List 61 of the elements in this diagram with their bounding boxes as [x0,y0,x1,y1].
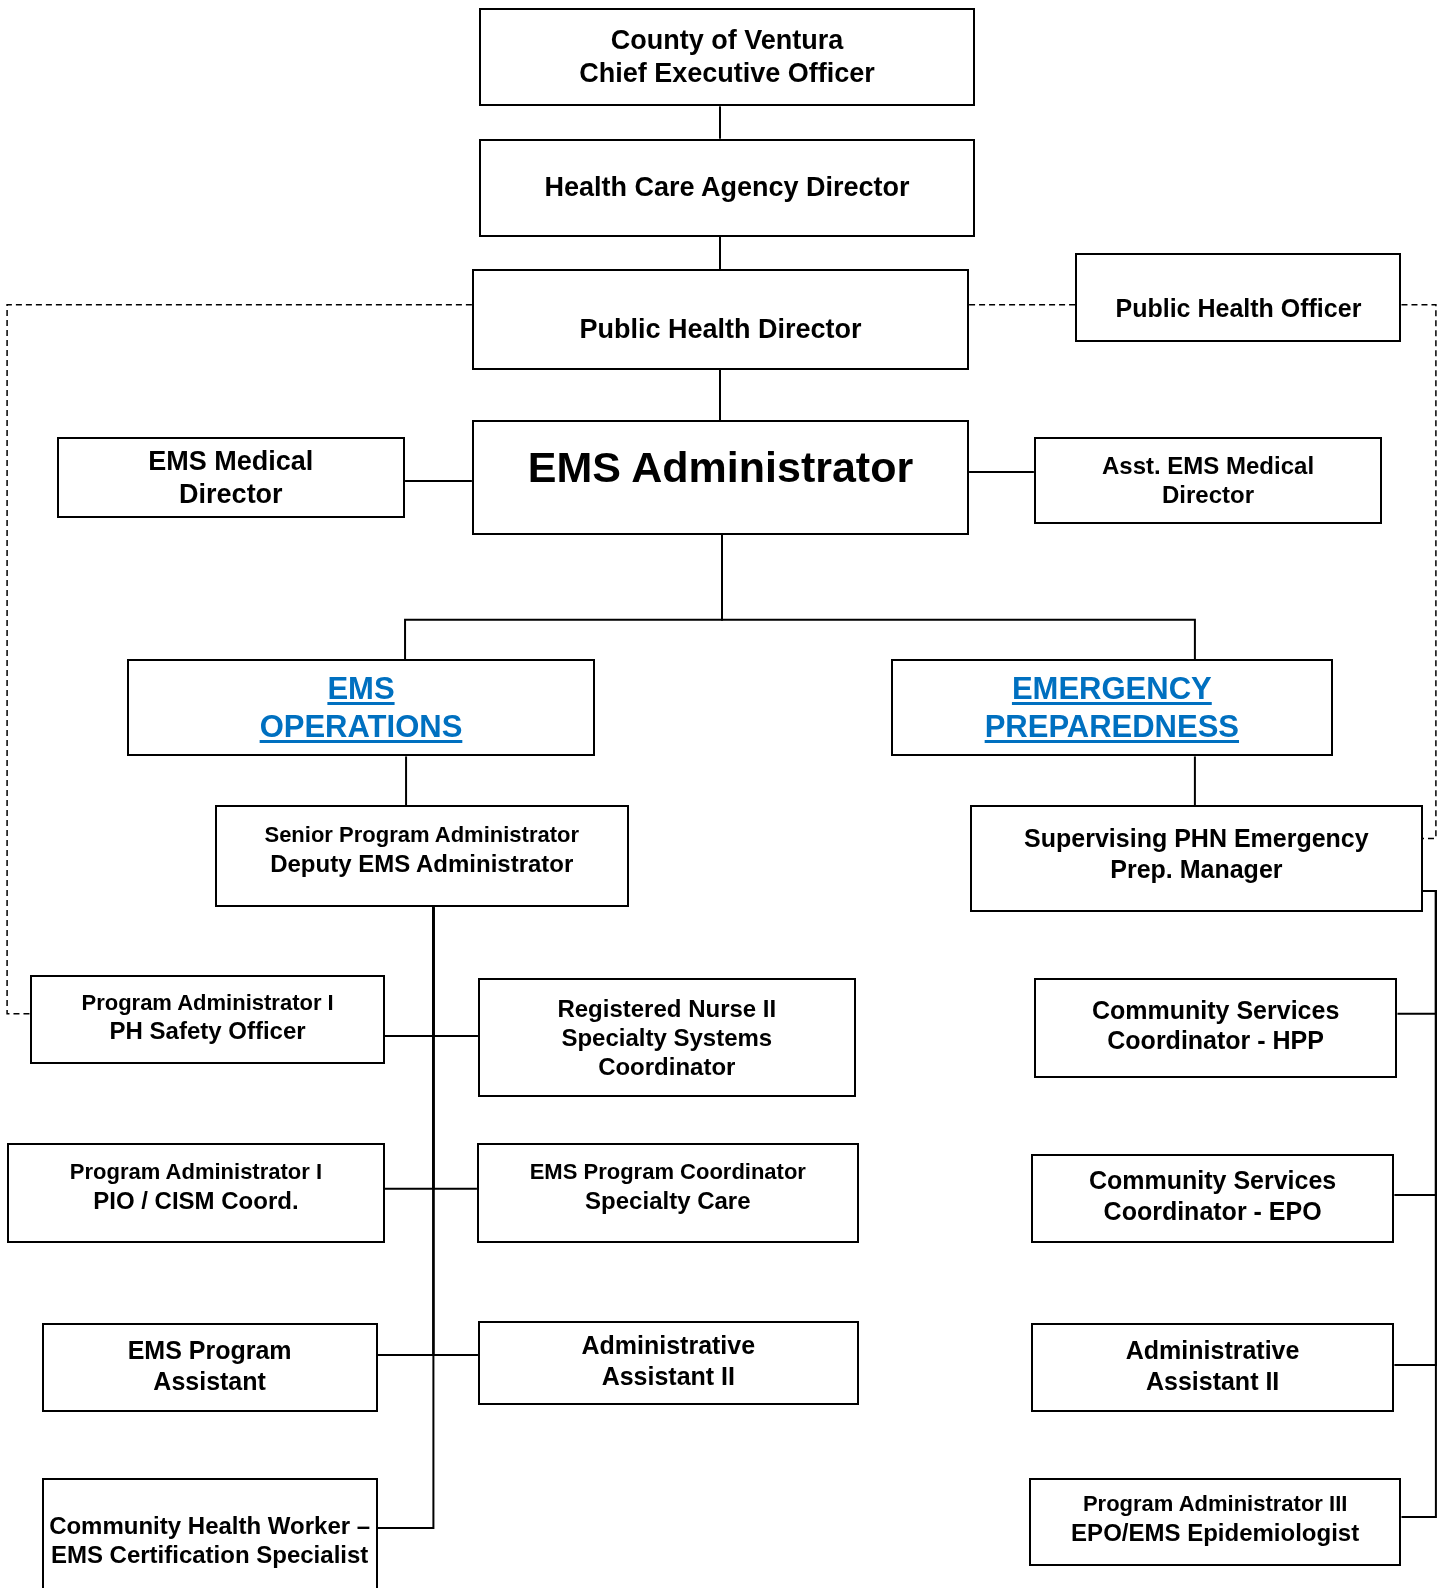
position-title: Supervising PHN Emergency Prep. Manager [1023,823,1369,885]
position-box [891,659,1333,757]
position-box [214,805,629,908]
dashed-connector [1400,304,1437,840]
position-title: Community Services Coordinator - EPO [1087,1165,1338,1227]
connector-line [719,105,721,140]
connector-line [405,755,408,807]
section-link: EMERGENCY PREPAREDNESS [983,670,1241,746]
position-role: PH Safety Officer [109,1016,306,1046]
position-role: Senior Program Administrator [264,822,580,849]
position-box [478,8,976,107]
position-title: Community Services Coordinator - HPP [1090,994,1341,1056]
dashed-connector [6,304,473,1015]
connector-line [968,470,1035,473]
position-title: County of Ventura [610,24,844,58]
position-box [476,1143,859,1244]
position-role: Specialty Care [585,1186,751,1216]
position-box [1028,1478,1402,1566]
position-box [56,437,406,519]
position-box [1033,437,1383,524]
section-link: EMS OPERATIONS [258,670,464,746]
position-box [30,975,385,1065]
connector-line [404,480,473,482]
position-title: Administrative Assistant II [1124,1335,1301,1397]
connector-line [719,368,721,422]
position-role: Deputy EMS Administrator [270,848,574,879]
position-title: Chief Executive Officer [579,57,875,91]
position-box [471,269,970,370]
connector-line [1400,890,1437,1518]
position-title: Community Health Worker – EMS Certification Specialist [48,1510,372,1570]
position-box [478,138,976,237]
position-title: Public Health Director [579,313,862,346]
position-role: Program Administrator I [69,1159,323,1187]
position-title: Registered Nurse II Specialty Systems Coordinator [556,993,778,1082]
position-title: Asst. EMS Medical Director [1101,451,1316,510]
position-role: EPO/EMS Epidemiologist [1071,1517,1360,1547]
position-title: Public Health Officer [1115,293,1362,324]
position-title: EMS Administrator [527,442,914,494]
position-box [7,1143,385,1244]
position-box [41,1323,378,1412]
position-box [1033,978,1398,1079]
position-box [1030,1323,1395,1412]
position-box [970,805,1423,913]
position-title: EMS Program Assistant [126,1335,293,1397]
position-role: Program Administrator III [1082,1490,1348,1518]
position-box [41,1478,378,1588]
position-role: Program Administrator I [81,989,334,1017]
dashed-connector [968,304,1077,306]
connector-line [1193,755,1196,807]
position-box [1030,1154,1395,1244]
position-box [471,420,970,535]
position-box [126,659,596,757]
position-box [1075,253,1402,343]
connector-line [719,235,721,271]
position-role: EMS Program Coordinator [529,1159,806,1187]
position-title: Health Care Agency Director [544,171,910,205]
position-title: Administrative Assistant II [580,1330,757,1392]
position-title: EMS Medical Director [147,445,315,511]
position-box [477,978,856,1097]
position-role: PIO / CISM Coord. [93,1186,299,1216]
position-box [477,1321,859,1405]
